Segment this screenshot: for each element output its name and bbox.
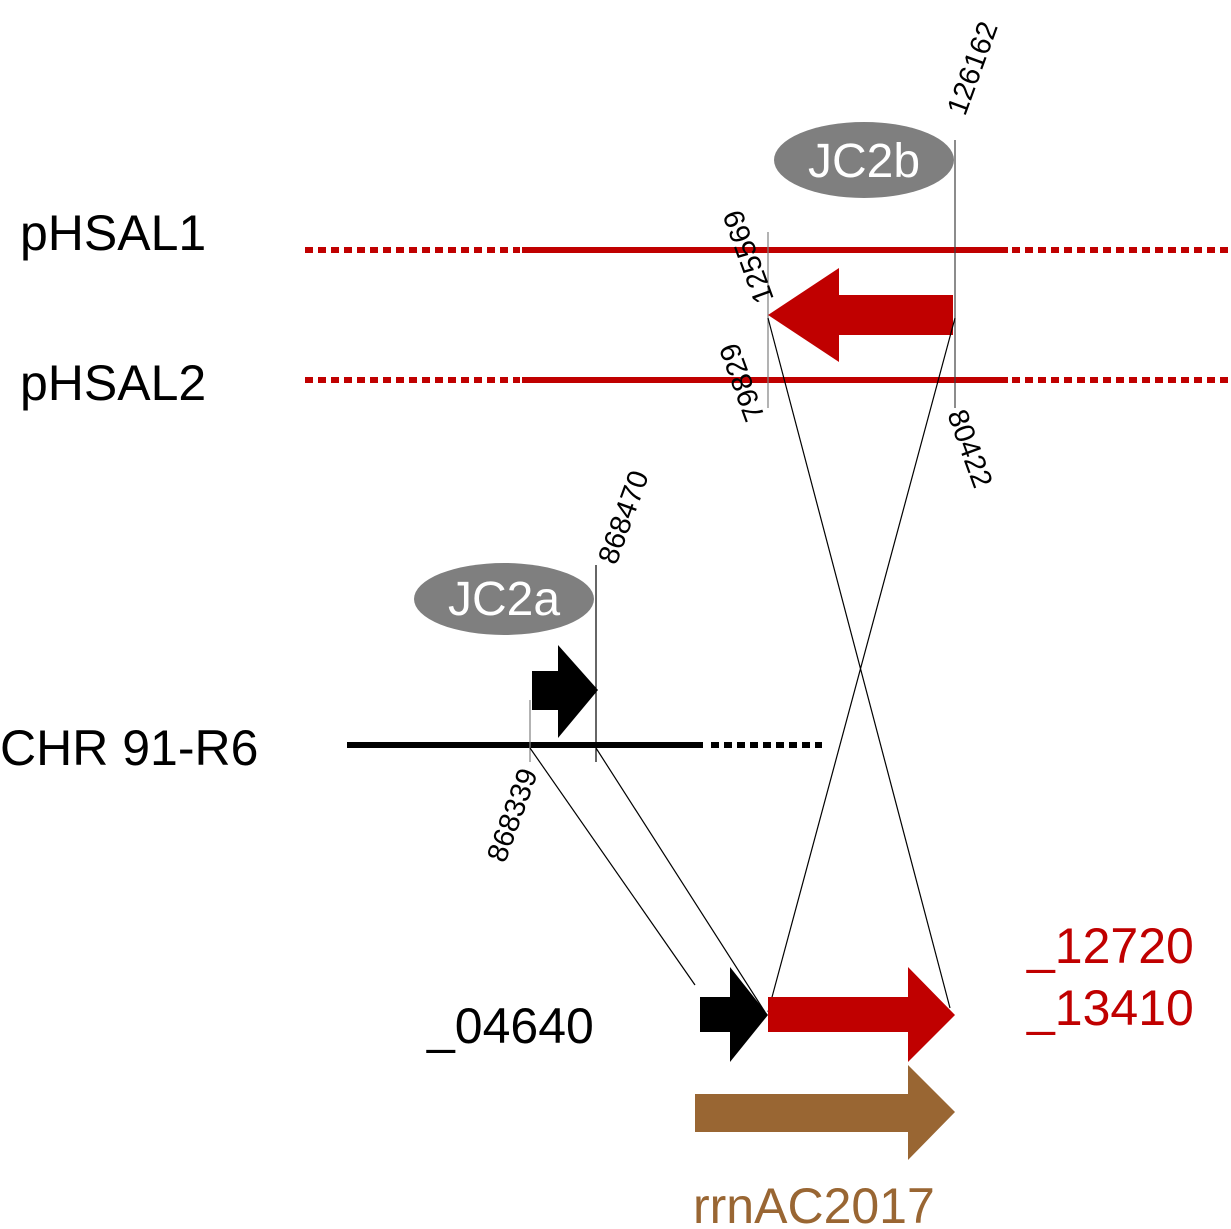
chr-end-coordinate: 868470 — [593, 467, 656, 569]
black-gene-arrow — [700, 967, 768, 1062]
red-gene-label-1: _12720 — [1026, 918, 1194, 974]
jc2a-label: JC2a — [448, 573, 560, 626]
plasmid-gene-arrow-left — [768, 268, 953, 362]
phsal2-end-coordinate: 80422 — [940, 405, 998, 492]
connector-plasmid-left-to-red-gene-end — [767, 317, 951, 1009]
phsal1-start-coordinate: 125569 — [718, 206, 781, 308]
chr-gene-arrow — [532, 645, 598, 738]
jc2b-element: JC2b — [774, 122, 954, 198]
connector-chr-end-to-black-gene — [595, 747, 766, 1013]
phsal1-label: pHSAL1 — [20, 205, 206, 261]
red-gene-label-2: _13410 — [1026, 980, 1194, 1036]
red-gene-arrow — [768, 967, 955, 1062]
chr-start-coordinate: 868339 — [481, 764, 544, 866]
connector-plasmid-right-to-red-gene-start — [767, 317, 956, 1013]
phsal2-label: pHSAL2 — [20, 355, 206, 411]
rrn-gene-arrow — [695, 1065, 955, 1160]
black-gene-label: _04640 — [426, 998, 594, 1054]
chr-label: CHR 91-R6 — [0, 720, 258, 776]
connector-chr-start-to-black-gene — [529, 747, 696, 986]
phsal1-end-coordinate: 126162 — [942, 18, 1005, 120]
jc2b-pill — [774, 122, 954, 198]
jc2a-pill — [414, 563, 594, 635]
jc2a-element: JC2a — [414, 563, 594, 635]
rrn-gene-label: rrnAC2017 — [693, 1178, 935, 1229]
jc2b-label: JC2b — [808, 135, 920, 188]
